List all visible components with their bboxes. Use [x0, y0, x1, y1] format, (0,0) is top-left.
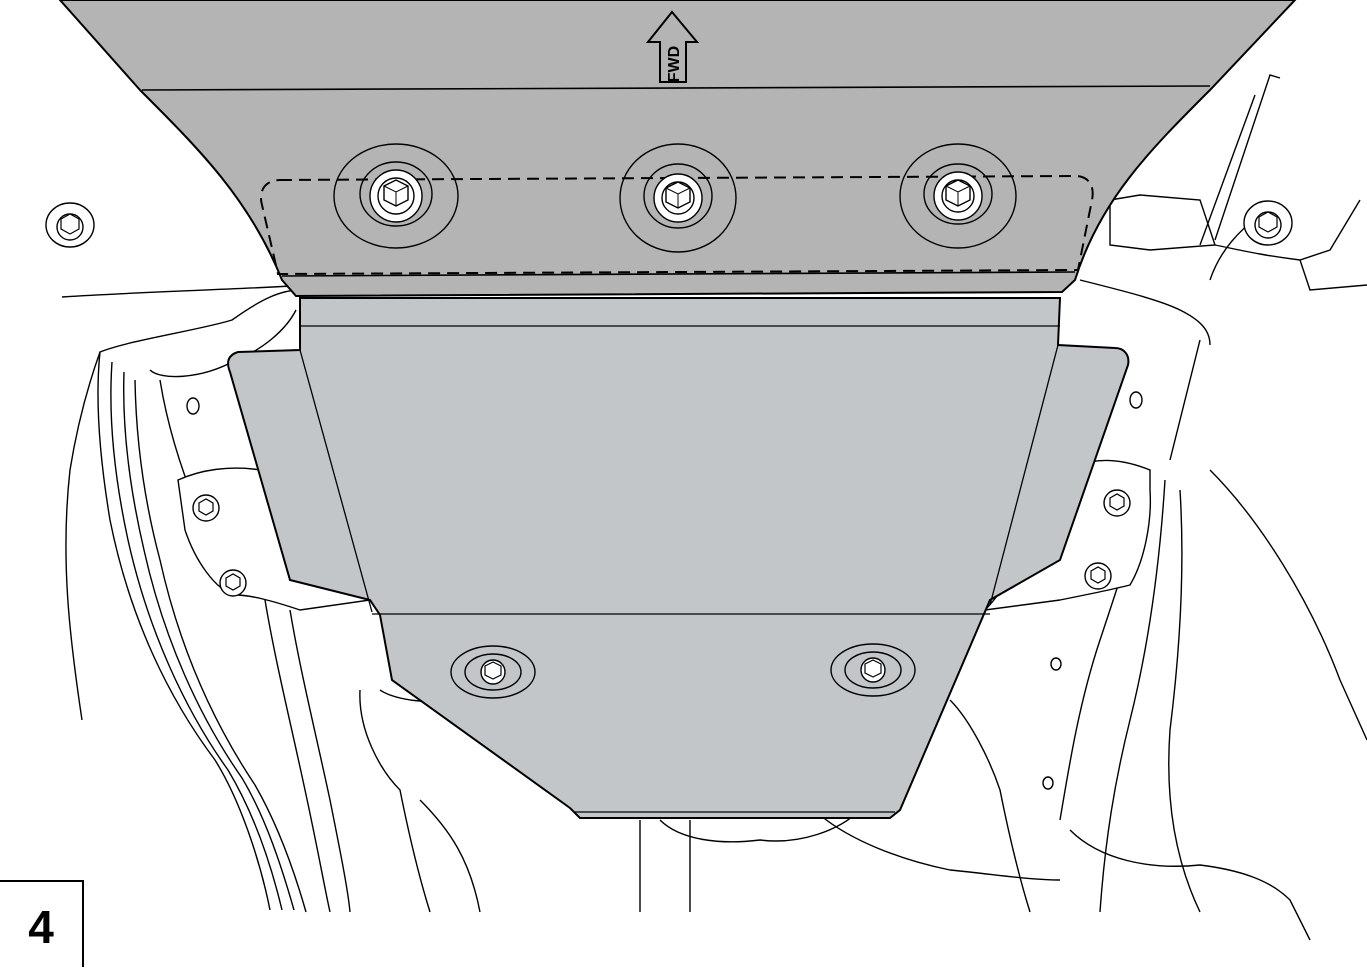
- front-bolt-right: [899, 143, 1017, 249]
- step-number-box: 4: [0, 880, 84, 967]
- front-bolt-left: [333, 143, 459, 249]
- bracket-bolt-right-upper: [1103, 489, 1131, 517]
- overlap-dashed-outline: [260, 174, 1094, 276]
- front-skid-plate: [58, 0, 1297, 298]
- front-bolt-center: [619, 143, 737, 253]
- forward-arrow-icon: FWD: [645, 10, 700, 83]
- body-bolt-far-right: [1243, 200, 1293, 246]
- step-number: 4: [28, 900, 54, 953]
- bracket-bolt-left-upper: [192, 494, 220, 522]
- bracket-bolt-right-lower: [1084, 562, 1112, 590]
- rear-skid-plate: [227, 297, 1130, 819]
- bracket-bolt-left-lower: [219, 569, 247, 597]
- forward-arrow-label: FWD: [666, 46, 683, 82]
- rear-bolt-left: [450, 645, 536, 699]
- front-plate-creases: [141, 85, 1211, 277]
- rear-plate-creases: [299, 325, 1060, 813]
- rear-bolt-right: [830, 643, 916, 697]
- frame-holes: [186, 391, 1143, 790]
- body-bolt-far-left: [45, 202, 95, 248]
